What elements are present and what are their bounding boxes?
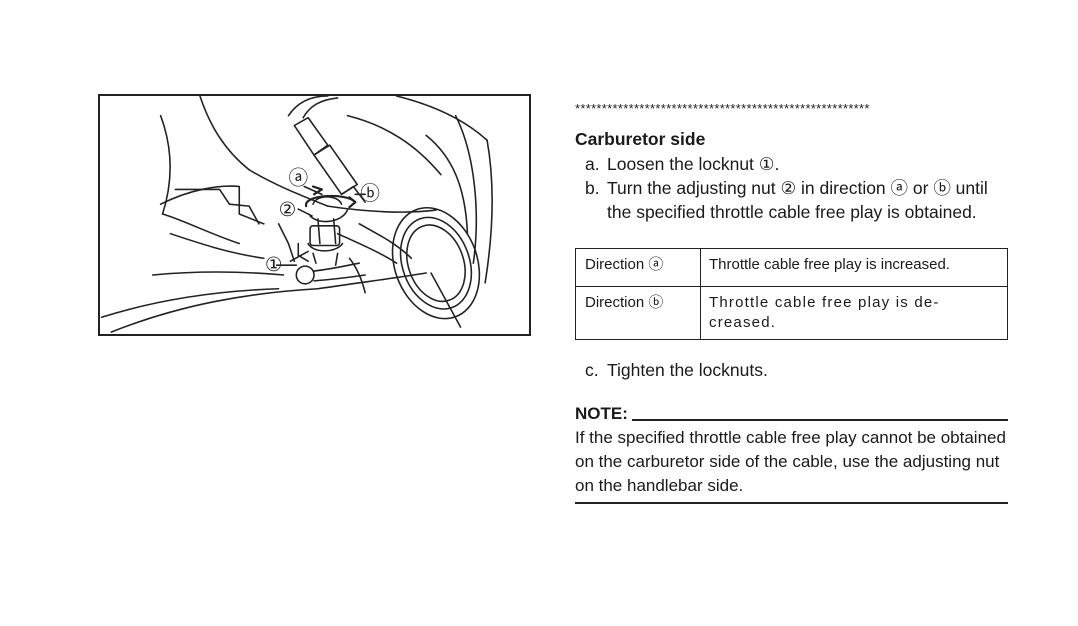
callout-1: ①	[265, 253, 283, 276]
step-b: b. Turn the adjusting nut ② in direction…	[575, 176, 1008, 224]
callout-a: ⓐ	[288, 167, 308, 190]
direction-table: Direction ⓐ Throttle cable free play is …	[575, 248, 1008, 340]
note-body: If the specified throttle cable free pla…	[575, 426, 1008, 504]
step-text: Tighten the locknuts.	[607, 360, 768, 380]
step-a: a. Loosen the locknut ①.	[575, 152, 1008, 176]
direction-cell: Direction ⓐ	[575, 248, 701, 287]
step-letter: a.	[585, 154, 600, 174]
section-title: Carburetor side	[575, 129, 706, 149]
note-heading: NOTE:	[575, 404, 628, 423]
step-letter: c.	[585, 360, 599, 380]
steps-list: a. Loosen the locknut ①. b. Turn the adj…	[575, 152, 1008, 224]
note-heading-rule	[631, 419, 1008, 421]
direction-cell: Direction ⓑ	[575, 286, 701, 340]
carburetor-throttle-illustration: ⓐ ⓑ ② ①	[100, 96, 493, 333]
callout-b: ⓑ	[360, 182, 380, 205]
result-cell: Throttle cable free play is de- creased.	[700, 286, 1008, 340]
result-cell: Throttle cable free play is increased.	[700, 248, 1008, 287]
note-heading-row: NOTE:	[575, 404, 1008, 424]
step-text: Turn the adjusting nut ② in direction ⓐ …	[607, 178, 988, 222]
callout-2: ②	[279, 198, 297, 221]
table-row: Direction ⓐ Throttle cable free play is …	[575, 248, 1008, 287]
instructions-column: ****************************************…	[575, 98, 1008, 504]
step-letter: b.	[585, 178, 600, 198]
separator-asterisks: ****************************************…	[575, 102, 870, 116]
step-text: Loosen the locknut ①.	[607, 154, 780, 174]
illustration-frame: ⓐ ⓑ ② ①	[98, 94, 531, 336]
table-row: Direction ⓑ Throttle cable free play is …	[575, 286, 1008, 340]
step-c: c. Tighten the locknuts.	[575, 358, 1008, 382]
